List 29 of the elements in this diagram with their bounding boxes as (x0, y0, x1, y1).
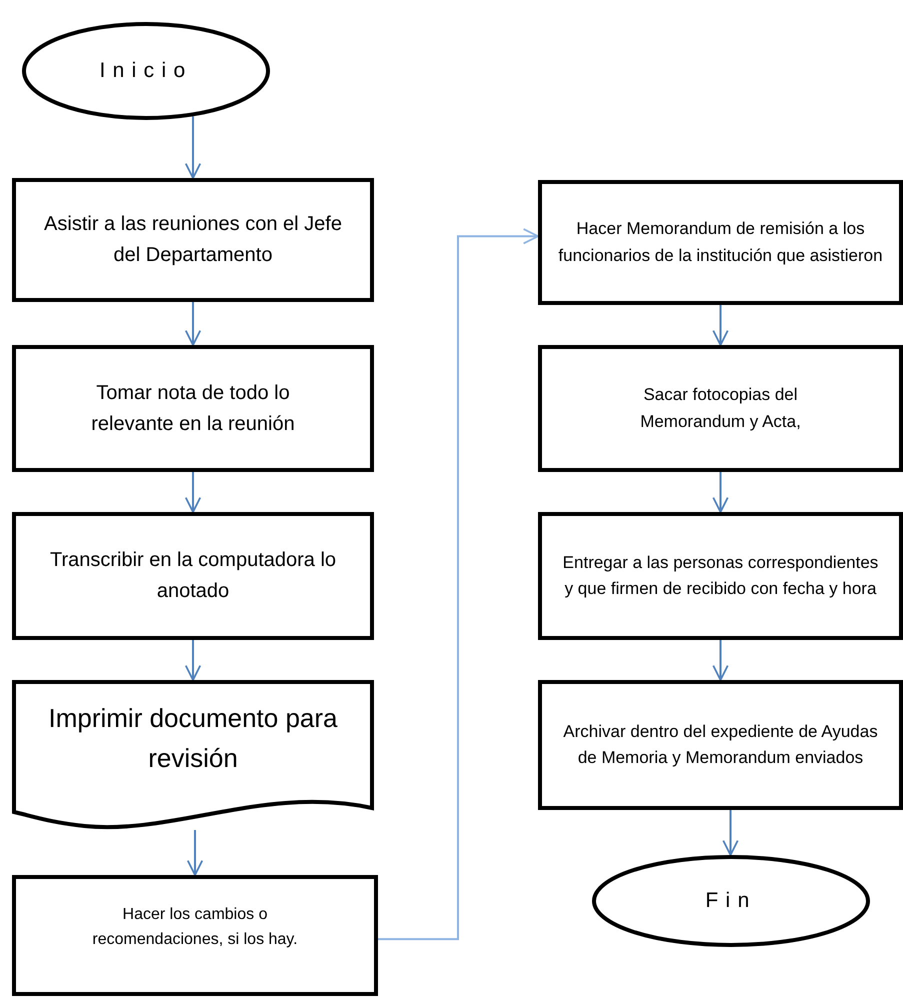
arrow (184, 472, 202, 513)
process-box (538, 680, 903, 810)
process-box (12, 178, 374, 302)
step-text: Tomar nota de todo lo relevante en la reunión (90, 380, 296, 436)
process-box (12, 345, 374, 472)
arrow (712, 640, 729, 681)
arrow (378, 228, 539, 940)
step-text: Hacer los cambios o recomendaciones, si los hay. (91, 905, 299, 950)
process-box (12, 512, 374, 640)
step-text: Fin (705, 888, 757, 914)
step-text: Transcribir en la computadora lo anotado (48, 548, 338, 604)
step-text: Archivar dentro del expediente de Ayudas de Memoria y Memorandum enviados (562, 720, 879, 769)
arrow (184, 640, 202, 681)
process-box (538, 180, 903, 305)
process-box (12, 875, 378, 996)
step-text: Entregar a las personas correspondientes y que firmen de recibido con fecha y hora (562, 552, 880, 600)
arrow (722, 810, 739, 856)
step-text: Asistir a las reuniones con el Jefe del Departamento (44, 212, 342, 268)
arrow (712, 472, 729, 513)
step-text: Inicio (99, 58, 193, 84)
process-box (538, 345, 903, 472)
arrow (184, 302, 202, 346)
arrow (712, 305, 729, 346)
step-text: Imprimir documento para revisión (48, 702, 338, 776)
arrow (186, 830, 204, 876)
arrow (184, 116, 202, 179)
step-text: Sacar fotocopias del Memorandum y Acta, (639, 384, 802, 432)
step-text: Hacer Memorandum de remisión a los funcionarios de la institución que asistieron (557, 218, 884, 266)
process-box (538, 512, 903, 640)
